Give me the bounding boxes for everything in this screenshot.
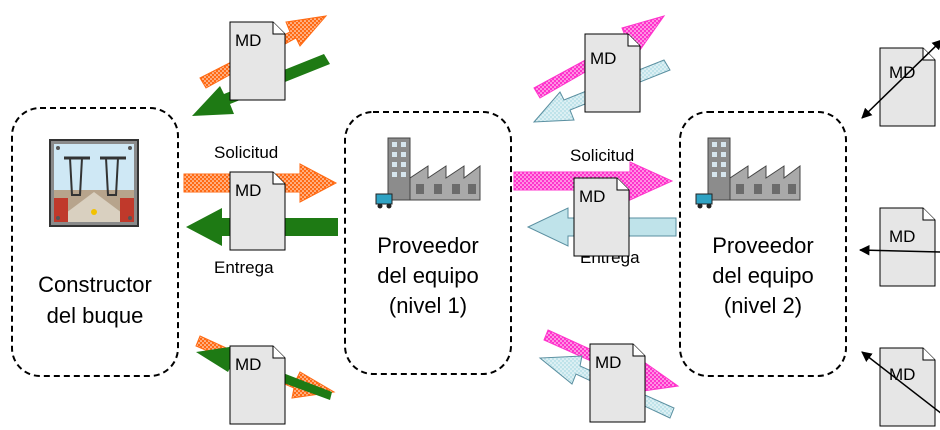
document-label: MD (235, 181, 261, 200)
document-icon-top-right: MD (584, 33, 641, 113)
document-label: MD (889, 227, 915, 246)
supplier1-label-line2: del equipo (377, 263, 479, 288)
document-label: MD (579, 187, 605, 206)
supplier2-box (679, 111, 847, 377)
supplier2-factory-icon (695, 137, 801, 209)
supplier2-label-line1: Proveedor (712, 233, 814, 258)
delivery-label-level1: Entrega (214, 258, 274, 277)
document-icon-edge-bottom: MD (879, 347, 936, 427)
supplier2-label-line3: (nivel 2) (724, 293, 802, 318)
supplier1-label-line1: Proveedor (377, 233, 479, 258)
document-icon-middle-left: MD (229, 171, 286, 251)
edge-connector-bottom (861, 351, 940, 414)
supplier2-label-line2: del equipo (712, 263, 814, 288)
document-label: MD (595, 353, 621, 372)
document-icon-bottom-left: MD (229, 345, 286, 425)
shipyard-crane-icon (49, 139, 139, 227)
request-label-level1: Solicitud (214, 143, 278, 162)
document-icon-edge-middle: MD (879, 207, 936, 287)
document-icon-edge-top: MD (879, 47, 936, 127)
edge-connector-middle (858, 244, 940, 256)
document-label: MD (889, 365, 915, 384)
document-icon-top-left: MD (229, 21, 286, 101)
shipbuilder-box (11, 107, 179, 377)
shipbuilder-label-line2: del buque (47, 303, 144, 328)
document-label: MD (235, 31, 261, 50)
document-icon-middle-right: MD (573, 177, 630, 257)
document-label: MD (590, 49, 616, 68)
supplier1-box (344, 111, 512, 375)
edge-connector-top (861, 39, 940, 119)
document-label: MD (235, 355, 261, 374)
request-label-level2: Solicitud (570, 146, 634, 165)
document-icon-bottom-right: MD (589, 343, 646, 423)
supplier1-label-line3: (nivel 1) (389, 293, 467, 318)
shipbuilder-label-line1: Constructor (38, 272, 152, 297)
supplier1-factory-icon (375, 137, 481, 209)
